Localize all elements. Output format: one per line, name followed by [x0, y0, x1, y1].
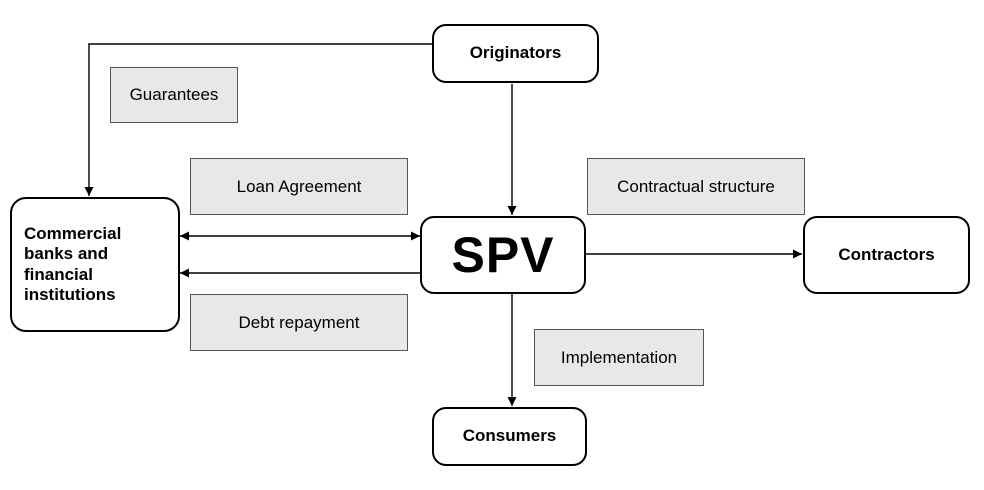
contractors-node: Contractors	[803, 216, 970, 294]
banks-node: Commercial banks and financial instituti…	[10, 197, 180, 332]
spv-label: SPV	[451, 227, 555, 283]
edge-originators-to-banks	[84, 43, 432, 196]
consumers-label: Consumers	[462, 426, 557, 446]
consumers-node: Consumers	[432, 407, 587, 466]
debt-repayment-label-box: Debt repayment	[190, 294, 408, 351]
contractors-label: Contractors	[838, 244, 935, 264]
loan-agreement-label: Loan Agreement	[236, 176, 362, 196]
guarantees-label: Guarantees	[129, 85, 219, 104]
banks-label: Commercial banks and financial instituti…	[24, 223, 122, 304]
implementation-label: Implementation	[560, 347, 678, 367]
originators-label: Originators	[469, 43, 562, 63]
loan-agreement-label-box: Loan Agreement	[190, 158, 408, 215]
contractual-structure-label-box: Contractual structure	[587, 158, 805, 215]
implementation-label-box: Implementation	[534, 329, 704, 386]
debt-repayment-label: Debt repayment	[238, 312, 360, 332]
spv-node: SPV	[420, 216, 586, 294]
guarantees-label-box: Guarantees	[110, 67, 238, 123]
contractual-structure-label: Contractual structure	[617, 176, 775, 196]
originators-node: Originators	[432, 24, 599, 83]
